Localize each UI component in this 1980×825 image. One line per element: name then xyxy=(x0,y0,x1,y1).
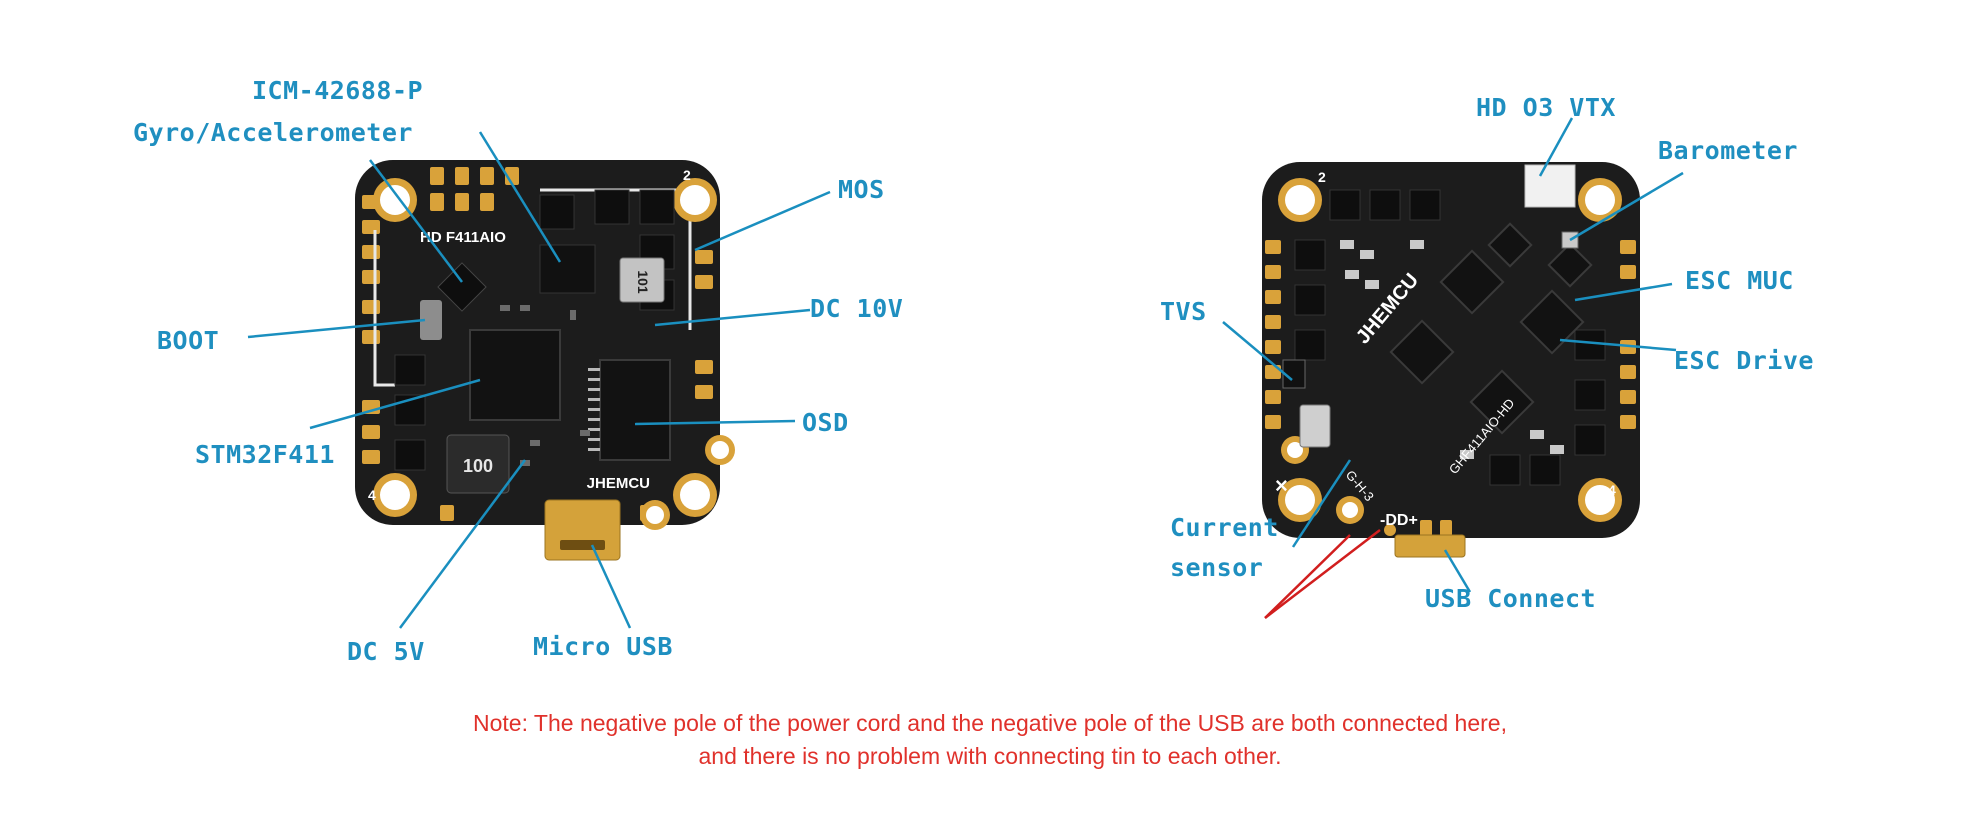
label-osd: OSD xyxy=(802,408,849,437)
red-pointer-lines xyxy=(1264,529,1381,619)
svg-text:3: 3 xyxy=(415,527,423,543)
label-hd-o3-vtx: HD O3 VTX xyxy=(1476,93,1616,122)
osd-chip xyxy=(599,359,671,461)
svg-text:HD F411AIO: HD F411AIO xyxy=(420,229,506,246)
esc-chips xyxy=(1389,222,1593,435)
label-boot: BOOT xyxy=(157,326,220,355)
label-dc-10v: DC 10V xyxy=(810,294,904,323)
note-line-1: Note: The negative pole of the power cor… xyxy=(472,710,1507,736)
svg-text:4: 4 xyxy=(368,487,376,503)
label-barometer: Barometer xyxy=(1658,136,1798,165)
svg-text:100: 100 xyxy=(463,456,493,476)
osd-chip-pins xyxy=(588,368,600,451)
right-mosfets xyxy=(1294,189,1606,486)
label-mos: MOS xyxy=(838,175,885,204)
left-passives xyxy=(500,305,590,466)
hd-vtx-connector xyxy=(1524,164,1576,208)
svg-text:4: 4 xyxy=(1608,482,1616,498)
label-gyro-accelerometer: Gyro/Accelerometer xyxy=(133,118,413,147)
label-esc-drive: ESC Drive xyxy=(1674,346,1814,375)
inductor-101 xyxy=(619,257,665,303)
svg-text:JHEMCU: JHEMCU xyxy=(587,475,650,492)
svg-text:2: 2 xyxy=(1318,169,1326,185)
label-tvs: TVS xyxy=(1160,297,1207,326)
label-dc-5v: DC 5V xyxy=(347,637,425,666)
svg-text:101: 101 xyxy=(635,270,651,294)
label-current-sensor-line1: Current xyxy=(1170,513,1279,542)
svg-text:×: × xyxy=(1275,473,1288,498)
label-micro-usb: Micro USB xyxy=(533,632,673,661)
svg-text:2: 2 xyxy=(683,167,691,183)
label-icm-42688-p: ICM-42688-P xyxy=(252,76,424,105)
usb-connect-pads xyxy=(1394,534,1466,558)
right-flight-controller-board: JHEMCU GHF411AIO-HD G-H-3 -DD+ × 2 4 xyxy=(1262,162,1640,558)
label-current-sensor-line2: sensor xyxy=(1170,553,1264,582)
left-flight-controller-board: 100 101 HD F411AIO JHEMCU 2 4 3 × xyxy=(355,160,735,561)
gyro-chip xyxy=(437,262,487,312)
right-mount-holes xyxy=(1278,178,1622,536)
flash-chip xyxy=(539,244,596,294)
inductor-100 xyxy=(446,434,510,494)
stm32-chip xyxy=(469,329,561,421)
boot-button xyxy=(420,300,442,340)
micro-usb-port xyxy=(544,499,621,561)
label-esc-muc: ESC MUC xyxy=(1685,266,1794,295)
left-mount-holes xyxy=(373,178,735,530)
label-stm32f411: STM32F411 xyxy=(195,440,335,469)
note-line-2: and there is no problem with connecting … xyxy=(698,743,1282,769)
svg-text:-DD+: -DD+ xyxy=(1380,512,1418,529)
leader-lines xyxy=(247,117,1684,629)
current-sensor-chip xyxy=(1299,404,1331,448)
svg-text:×: × xyxy=(720,473,732,495)
label-usb-connect: USB Connect xyxy=(1425,584,1597,613)
right-passives xyxy=(1340,240,1564,459)
